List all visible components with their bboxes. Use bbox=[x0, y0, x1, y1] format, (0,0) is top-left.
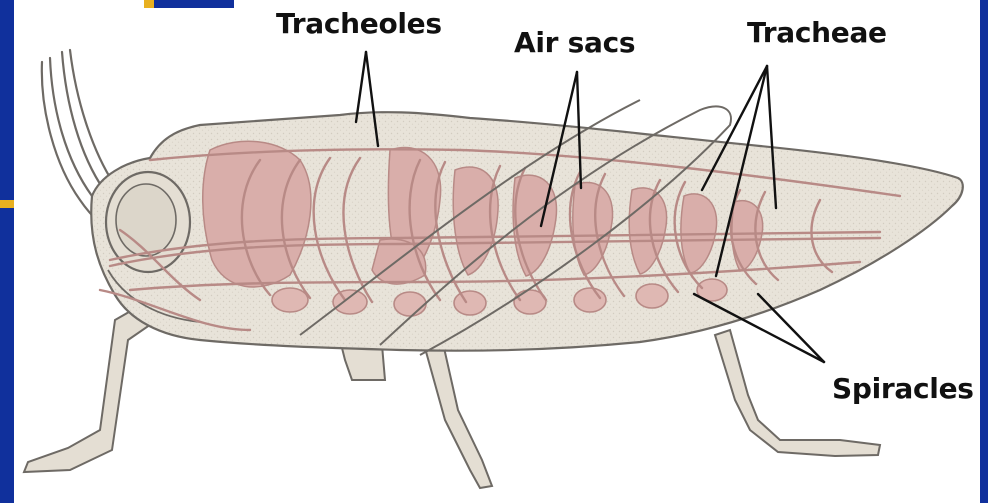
label-air-sacs: Air sacs bbox=[514, 29, 635, 57]
frame-gold-accent-top bbox=[144, 0, 154, 8]
label-tracheae: Tracheae bbox=[747, 19, 887, 47]
label-tracheoles: Tracheoles bbox=[276, 10, 442, 38]
frame-left-bar bbox=[0, 0, 14, 503]
frame-right-bar bbox=[980, 0, 988, 503]
frame-gold-accent-left bbox=[0, 200, 14, 208]
label-spiracles: Spiracles bbox=[832, 375, 974, 403]
frame-top-bar bbox=[144, 0, 234, 8]
